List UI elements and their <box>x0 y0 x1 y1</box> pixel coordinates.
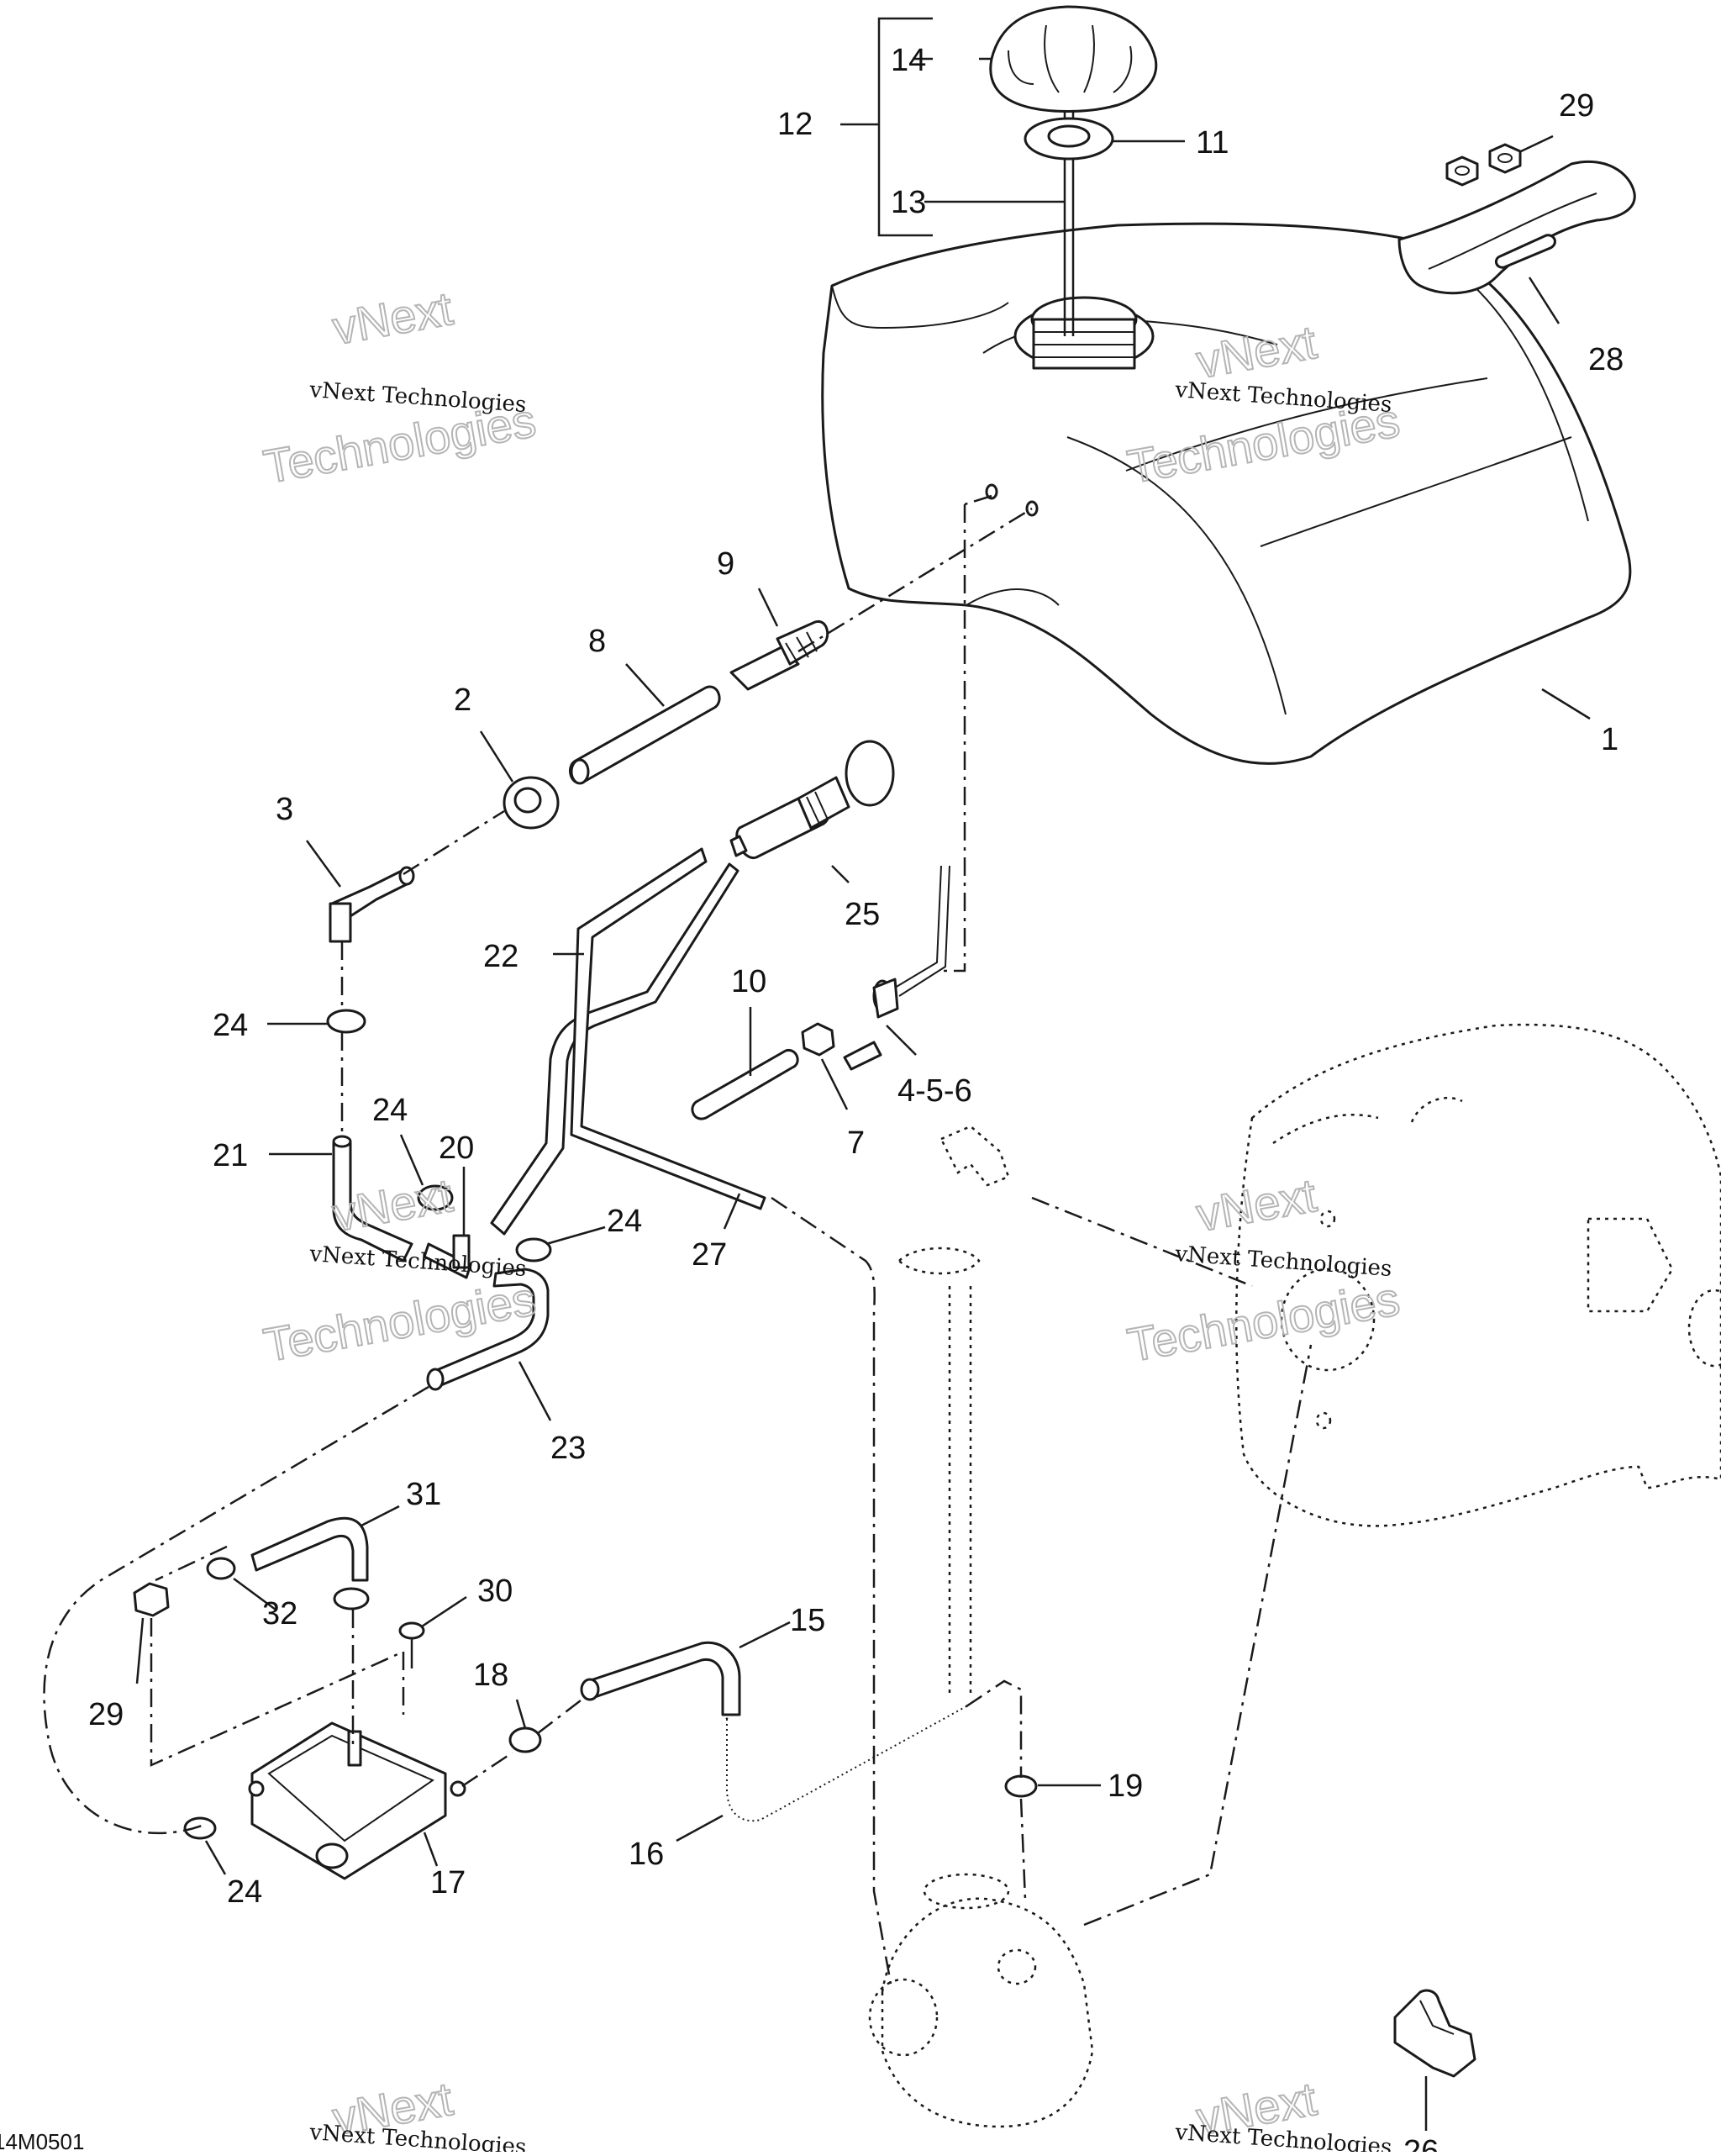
watermark: vNext Technologies vNext Technologies <box>259 1168 540 1373</box>
primer <box>729 740 895 859</box>
callout-31: 31 <box>406 1477 441 1512</box>
screw <box>398 1621 425 1668</box>
callout-29b: 29 <box>88 1697 124 1732</box>
nut <box>133 1582 170 1617</box>
callout-1: 1 <box>1601 722 1618 757</box>
callouts: 1 2 3 4-5-6 7 8 9 10 11 12 13 14 15 16 1… <box>88 43 1624 2156</box>
hose-clamp <box>206 1557 236 1580</box>
watermark-small: vNext Technologies <box>1174 1241 1393 1282</box>
hose <box>691 1049 799 1120</box>
vent-fitting <box>843 865 950 1071</box>
tank-fitting <box>729 619 829 691</box>
callout-11: 11 <box>1196 125 1229 161</box>
carburetor <box>868 1873 1094 2128</box>
elbow-fitting <box>329 866 415 943</box>
hose-clamp <box>417 1184 454 1211</box>
callout-14: 14 <box>891 43 926 78</box>
hose-clamp <box>183 1816 217 1840</box>
retaining-clip <box>1393 1989 1476 2078</box>
engine-outline <box>1235 1023 1721 1527</box>
hose <box>570 847 766 1210</box>
hose-clamp <box>508 1726 542 1753</box>
watermark-small: vNext Technologies <box>308 1241 528 1282</box>
fuel-pump <box>248 1721 466 1880</box>
hose-clamp <box>333 1587 370 1610</box>
watermark-large-2: Technologies <box>1124 1272 1403 1372</box>
watermark-large-1: vNext <box>1192 1168 1320 1241</box>
hose <box>490 862 739 1236</box>
callout-25: 25 <box>845 897 880 932</box>
callout-13: 13 <box>891 185 926 220</box>
callout-17: 17 <box>430 1865 466 1900</box>
hose <box>332 1135 413 1262</box>
callout-18: 18 <box>473 1658 508 1693</box>
nut <box>1445 156 1479 187</box>
watermark: vNext vNext Technologies <box>1174 2071 1393 2156</box>
fuel-tank <box>821 222 1632 765</box>
watermark: vNext Technologies vNext Technologies <box>1123 1168 1404 1373</box>
tee-fitting <box>423 1234 472 1279</box>
watermark-large-1: vNext <box>329 282 456 355</box>
callout-4-5-6: 4-5-6 <box>897 1073 972 1109</box>
callout-bracket <box>840 17 933 237</box>
callout-10: 10 <box>731 964 766 999</box>
callout-32: 32 <box>262 1596 297 1631</box>
assembly-lines <box>43 494 1313 1985</box>
drawing-code: 14M0501 <box>0 2129 84 2152</box>
vent-elbow <box>897 1125 1010 1698</box>
watermark: vNext Technologies vNext Technologies <box>259 281 540 494</box>
callout-7: 7 <box>847 1125 865 1161</box>
hose <box>250 1516 369 1582</box>
nut <box>1488 143 1522 174</box>
hose <box>569 685 721 785</box>
hose <box>580 1641 741 1716</box>
callout-26: 26 <box>1403 2134 1439 2152</box>
watermark-small: vNext Technologies <box>308 377 528 418</box>
callout-23: 23 <box>550 1431 586 1466</box>
callout-19: 19 <box>1108 1769 1143 1804</box>
hose-clamp <box>1004 1774 1038 1798</box>
callout-21: 21 <box>213 1138 248 1173</box>
coiled-hose <box>722 1701 969 1827</box>
callout-30: 30 <box>477 1574 513 1609</box>
callout-8: 8 <box>588 624 606 659</box>
callout-15: 15 <box>790 1603 825 1638</box>
callout-2: 2 <box>454 683 471 718</box>
callout-20: 20 <box>439 1131 474 1166</box>
fuel-cap-assembly <box>989 5 1158 336</box>
hose-clamp <box>515 1237 552 1262</box>
callout-16: 16 <box>629 1837 664 1872</box>
tank-strap <box>1397 160 1636 295</box>
callout-29a: 29 <box>1559 88 1594 124</box>
hose-clamp <box>326 1009 366 1034</box>
grommet <box>503 776 560 830</box>
callout-24b: 24 <box>372 1093 408 1128</box>
watermark: vNext vNext Technologies <box>308 2071 528 2156</box>
callout-12: 12 <box>777 107 813 142</box>
hose <box>426 1268 550 1391</box>
callout-27: 27 <box>692 1237 727 1273</box>
callout-9: 9 <box>717 546 734 582</box>
callout-28: 28 <box>1588 342 1624 377</box>
leader-lines <box>135 57 1591 2131</box>
callout-24a: 24 <box>213 1008 248 1043</box>
callout-22: 22 <box>483 939 518 974</box>
callout-3: 3 <box>276 792 293 827</box>
nut <box>801 1022 835 1057</box>
callout-24d: 24 <box>227 1874 262 1910</box>
callout-24c: 24 <box>607 1204 642 1239</box>
